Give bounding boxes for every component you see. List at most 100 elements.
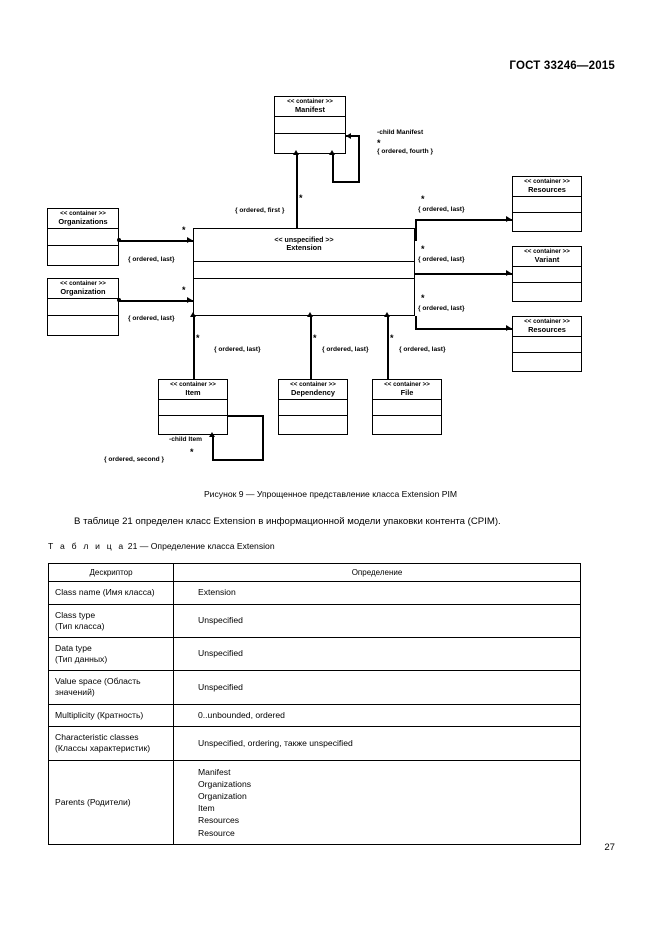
uml-class-diagram: << container >> Manifest -child Manifest… — [0, 88, 661, 478]
multiplicity-child-manifest: * — [377, 138, 381, 148]
multiplicity-dependency: * — [313, 333, 317, 343]
class-box-file: << container >> File — [372, 379, 442, 435]
class-attributes-compartment — [513, 267, 581, 284]
class-attributes-compartment — [48, 299, 118, 317]
assoc-extension-resource — [415, 328, 512, 330]
assoc-item-self-h-top — [228, 415, 264, 417]
multiplicity-item: * — [196, 333, 200, 343]
cell-definition: Unspecified — [173, 670, 581, 705]
arrowhead-extension-resource — [506, 325, 511, 331]
label-ordered-last-right-3: { ordered, last} — [418, 305, 465, 312]
class-name-label: Organizations — [58, 216, 108, 226]
class-header-variant: << container >> Variant — [513, 247, 581, 268]
assoc-manifest-self-h-top — [346, 135, 360, 137]
label-ordered-last-bottom-3: { ordered, last} — [399, 346, 446, 353]
figure-caption: Рисунок 9 — Упрощенное представление кла… — [203, 489, 458, 499]
cell-definition: Extension — [173, 581, 581, 605]
class-box-manifest: << container >> Manifest — [274, 96, 346, 154]
cell-descriptor: Class name (Имя класса) — [48, 581, 174, 605]
class-attributes-compartment — [275, 117, 345, 135]
class-attributes-compartment — [279, 400, 347, 417]
cell-definition: Unspecified — [173, 603, 581, 638]
multiplicity-file: * — [390, 333, 394, 343]
cell-definition: 0..unbounded, ordered — [173, 703, 581, 728]
multiplicity-manifest-extension: * — [299, 193, 303, 203]
class-operations-compartment — [194, 279, 414, 313]
class-header-resources-top: << container >> Resources — [513, 177, 581, 198]
table-caption-rest: 21 — Определение класса Extension — [127, 541, 275, 551]
class-operations-compartment — [48, 316, 118, 334]
stereotype-label: << container >> — [384, 381, 430, 388]
assoc-extension-file-v — [387, 316, 389, 379]
class-name-label: File — [400, 387, 414, 397]
class-header-manifest: << container >> Manifest — [275, 97, 345, 118]
class-attributes-compartment — [48, 229, 118, 247]
arrowhead-extension-item — [189, 312, 196, 317]
arrowhead-extension-dependency — [306, 312, 313, 317]
class-header-organization: << container >> Organization — [48, 279, 118, 300]
label-child-manifest: -child Manifest — [377, 129, 424, 136]
multiplicity-organizations: * — [182, 225, 186, 235]
multiplicity-child-item: * — [190, 447, 194, 457]
class-header-organizations: << container >> Organizations — [48, 209, 118, 230]
stereotype-label: << container >> — [524, 178, 570, 185]
standard-header: ГОСТ 33246—2015 — [509, 60, 615, 72]
class-name-label: Extension — [286, 243, 322, 253]
multiplicity-resources-top: * — [421, 194, 425, 204]
class-operations-compartment — [159, 416, 227, 433]
page-number: 27 — [604, 842, 615, 853]
cell-definition: Unspecified, ordering, также unspecified — [173, 726, 581, 761]
label-ordered-fourth: { ordered, fourth } — [377, 148, 434, 155]
class-name-label: Resources — [528, 184, 566, 194]
class-box-organization: << container >> Organization — [47, 278, 119, 336]
multiplicity-organization: * — [182, 285, 186, 295]
arrowhead-extension-resources-top — [506, 216, 511, 222]
class-name-label: Item — [185, 387, 201, 397]
stereotype-label: << container >> — [287, 98, 333, 105]
assoc-item-self-h-bottom — [212, 459, 264, 461]
class-box-extension: << unspecified >> Extension — [193, 228, 415, 316]
table-row: Data type(Тип данных)Unspecified — [48, 636, 581, 672]
label-ordered-last-left-1: { ordered, last} — [128, 256, 175, 263]
cell-descriptor: Characteristic classes (Классы характери… — [48, 726, 174, 761]
arrowhead-manifest-self — [346, 132, 351, 139]
table-row: Class name (Имя класса)Extension — [48, 581, 581, 605]
class-attributes-compartment — [513, 197, 581, 214]
stereotype-label: << container >> — [60, 280, 106, 287]
stereotype-label: << container >> — [170, 381, 216, 388]
assoc-manifest-extension-v — [296, 154, 298, 228]
stereotype-label: << container >> — [524, 248, 570, 255]
table-caption: Т а б л и ц а 21 — Определение класса Ex… — [48, 541, 275, 551]
table-caption-prefix: Т а б л и ц а — [48, 541, 126, 551]
label-ordered-first: { ordered, first } — [235, 207, 285, 214]
class-operations-compartment — [373, 416, 441, 433]
class-name-label: Variant — [534, 254, 560, 264]
class-attributes-compartment — [194, 262, 414, 280]
class-name-label: Organization — [60, 286, 106, 296]
class-operations-compartment — [513, 213, 581, 230]
class-attributes-compartment — [513, 337, 581, 354]
assoc-end-dot-organization — [117, 297, 122, 302]
cell-descriptor: Parents (Родители) — [48, 759, 174, 845]
arrowhead-item-self — [208, 432, 215, 437]
arrowhead-manifest-extension — [292, 150, 299, 155]
arrowhead-organizations-extension — [187, 237, 192, 243]
cell-descriptor: Value space (Область значений) — [48, 670, 174, 705]
class-operations-compartment — [513, 283, 581, 300]
class-operations-compartment — [279, 416, 347, 433]
assoc-extension-variant — [415, 273, 512, 275]
cell-descriptor: Multiplicity (Кратность) — [48, 703, 174, 728]
assoc-end-dot-organizations — [117, 237, 122, 242]
assoc-extension-resources-top — [415, 219, 512, 221]
class-header-resource: << container >> Resources — [513, 317, 581, 338]
label-ordered-second: { ordered, second } — [104, 456, 165, 463]
class-header-file: << container >> File — [373, 380, 441, 401]
assoc-organizations-extension — [119, 240, 193, 242]
stereotype-label: << container >> — [290, 381, 336, 388]
class-attributes-compartment — [159, 400, 227, 417]
assoc-organization-extension — [119, 300, 193, 302]
